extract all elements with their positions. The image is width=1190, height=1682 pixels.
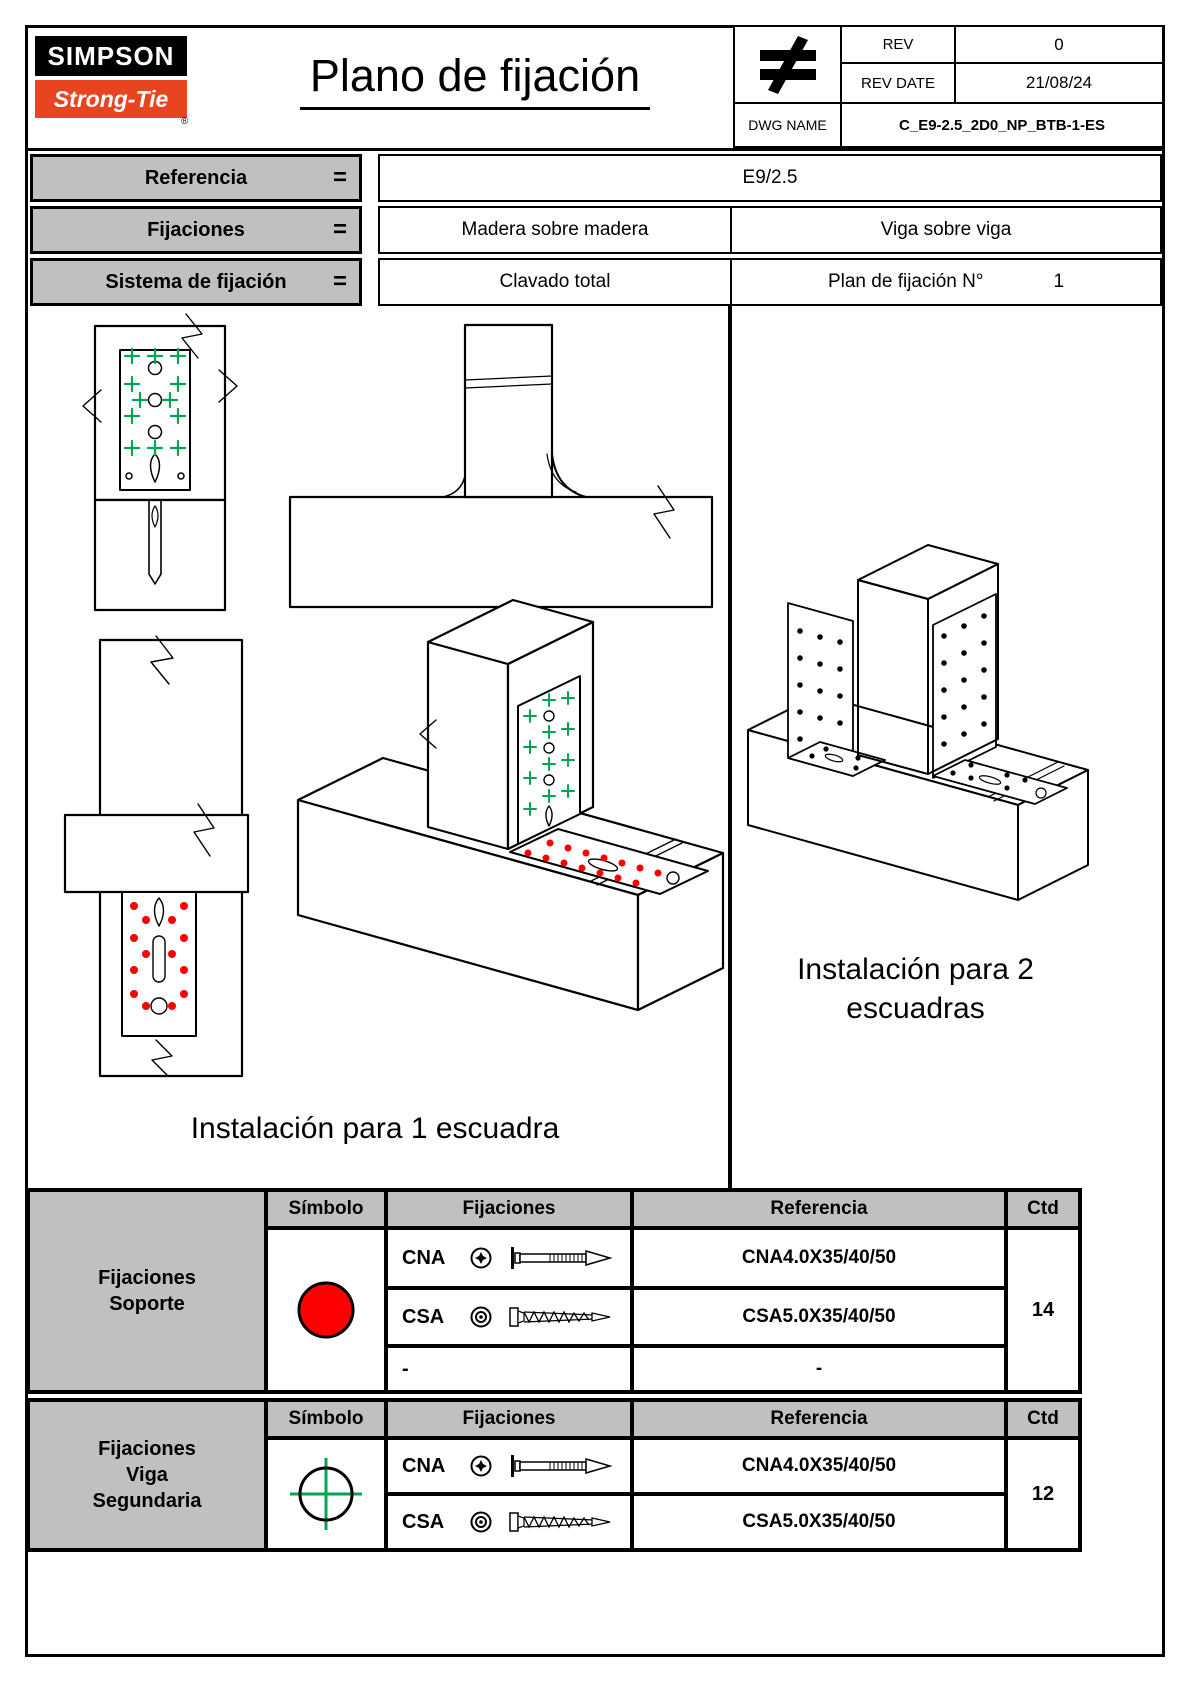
view-iso-two-brackets (747, 544, 1089, 901)
view-front-secondary-beam (82, 313, 238, 612)
iso-secondary-nail-marks (523, 691, 575, 816)
support-header-reference: Referencia (632, 1190, 1006, 1228)
dwg-name-label: DWG NAME (733, 102, 842, 148)
logo-strongtie-label: Strong-Tie (53, 85, 169, 112)
fastener-reference: - (632, 1346, 1006, 1392)
not-equal-icon (759, 35, 816, 94)
support-header-fixings: Fijaciones (386, 1190, 632, 1228)
secondary-table-label: Fijaciones Viga Segundaria (28, 1400, 266, 1550)
support-table-label: Fijaciones Soporte (28, 1190, 266, 1392)
secondary-header-reference: Referencia (632, 1400, 1006, 1438)
secondary-header-qty: Ctd (1006, 1400, 1080, 1438)
secondary-qty-value: 12 (1006, 1438, 1080, 1550)
drawing-area-divider (728, 306, 732, 1190)
rev-date-value: 21/08/24 (954, 62, 1164, 104)
sistema-value-left: Clavado total (378, 258, 732, 306)
iso2-rear-plate (932, 593, 997, 779)
fastener-reference: CSA5.0X35/40/50 (632, 1288, 1006, 1346)
header-divider (25, 148, 1165, 151)
secondary-symbol-icon (290, 1458, 362, 1530)
fijaciones-value-left: Madera sobre madera (378, 206, 732, 254)
support-header-qty: Ctd (1006, 1190, 1080, 1228)
nail-icon (508, 1453, 628, 1479)
fastener-reference: CNA4.0X35/40/50 (632, 1438, 1006, 1494)
equals-sign: = (332, 164, 347, 191)
secondary-header-fixings: Fijaciones (386, 1400, 632, 1438)
view-front-support-joint (63, 635, 250, 1078)
view-side-beam-on-beam (288, 323, 714, 609)
nail-icon (508, 1245, 628, 1271)
iso2-right-flange-holes (950, 762, 1028, 791)
rev-value: 0 (954, 25, 1164, 64)
support-symbol-icon (297, 1281, 355, 1339)
sheet-border (25, 25, 1165, 1657)
plan-number-cell: Plan de fijación N° 1 (730, 258, 1162, 306)
secondary-header-symbol: Símbolo (266, 1400, 386, 1438)
caption-one-bracket: Instalación para 1 escuadra (190, 1112, 560, 1145)
secondary-symbol-cell (266, 1438, 386, 1550)
technical-drawings (63, 313, 1089, 1078)
fastener-reference: CSA5.0X35/40/50 (632, 1494, 1006, 1550)
ref-row-fijaciones-label: Fijaciones = (30, 206, 362, 254)
iso2-rear-plate-holes (941, 613, 987, 747)
iso-flange-plate (509, 828, 709, 895)
iso-support-nail-marks (524, 839, 662, 887)
fastener-code: CNA (402, 1246, 446, 1269)
fijaciones-value-right: Viga sobre viga (730, 206, 1162, 254)
support-row-csa: CSA (386, 1288, 632, 1346)
dwg-name-value: C_E9-2.5_2D0_NP_BTB-1-ES (840, 102, 1164, 148)
secondary-row-csa: CSA (386, 1494, 632, 1550)
support-header-symbol: Símbolo (266, 1190, 386, 1228)
secondary-row-cna: CNA (386, 1438, 632, 1494)
ref-row-sistema-label: Sistema de fijación = (30, 258, 362, 306)
fijaciones-label: Fijaciones (147, 218, 245, 241)
equals-sign: = (332, 216, 347, 243)
fastener-code: CSA (402, 1510, 445, 1533)
secondary-beam-nail-marks (123, 347, 187, 457)
support-qty-value: 14 (1006, 1228, 1080, 1392)
screw-icon (508, 1509, 628, 1535)
iso2-secondary-beam-ghost (857, 544, 999, 775)
referencia-label: Referencia (144, 166, 248, 189)
support-row-cna: CNA (386, 1228, 632, 1288)
view-iso-one-bracket (296, 598, 725, 1012)
csa-head-icon (468, 1509, 494, 1535)
cna-head-icon (468, 1453, 494, 1479)
fastener-code: CSA (402, 1305, 445, 1328)
plan-number-label: Plan de fijación N° (827, 271, 984, 292)
page-title-text: Plano de fijación (299, 50, 651, 110)
logo-simpson-text: SIMPSON (35, 36, 187, 76)
fastener-code: CNA (402, 1454, 446, 1477)
referencia-value: E9/2.5 (378, 154, 1162, 202)
screw-icon (508, 1304, 628, 1330)
page-title: Plano de fijación (225, 50, 725, 110)
plan-number-value: 1 (1053, 271, 1065, 292)
not-equal-logo (733, 25, 842, 104)
bracket-side-profile (551, 453, 587, 498)
rev-date-label: REV DATE (840, 62, 956, 104)
sistema-label: Sistema de fijación (105, 270, 287, 293)
logo-strongtie-text: Strong-Tie (35, 80, 187, 118)
rev-label: REV (840, 25, 956, 64)
support-row-empty: - (386, 1346, 632, 1392)
csa-head-icon (468, 1304, 494, 1330)
equals-sign: = (332, 268, 347, 295)
fastener-reference: CNA4.0X35/40/50 (632, 1228, 1006, 1288)
iso2-left-flange-holes (809, 746, 861, 771)
ref-row-referencia-label: Referencia = (30, 154, 362, 202)
cna-head-icon (468, 1245, 494, 1271)
caption-two-brackets: Instalación para 2 escuadras (797, 953, 1034, 1025)
support-nail-marks (130, 902, 188, 1010)
registered-mark: ® (181, 116, 189, 127)
support-symbol-cell (266, 1228, 386, 1392)
